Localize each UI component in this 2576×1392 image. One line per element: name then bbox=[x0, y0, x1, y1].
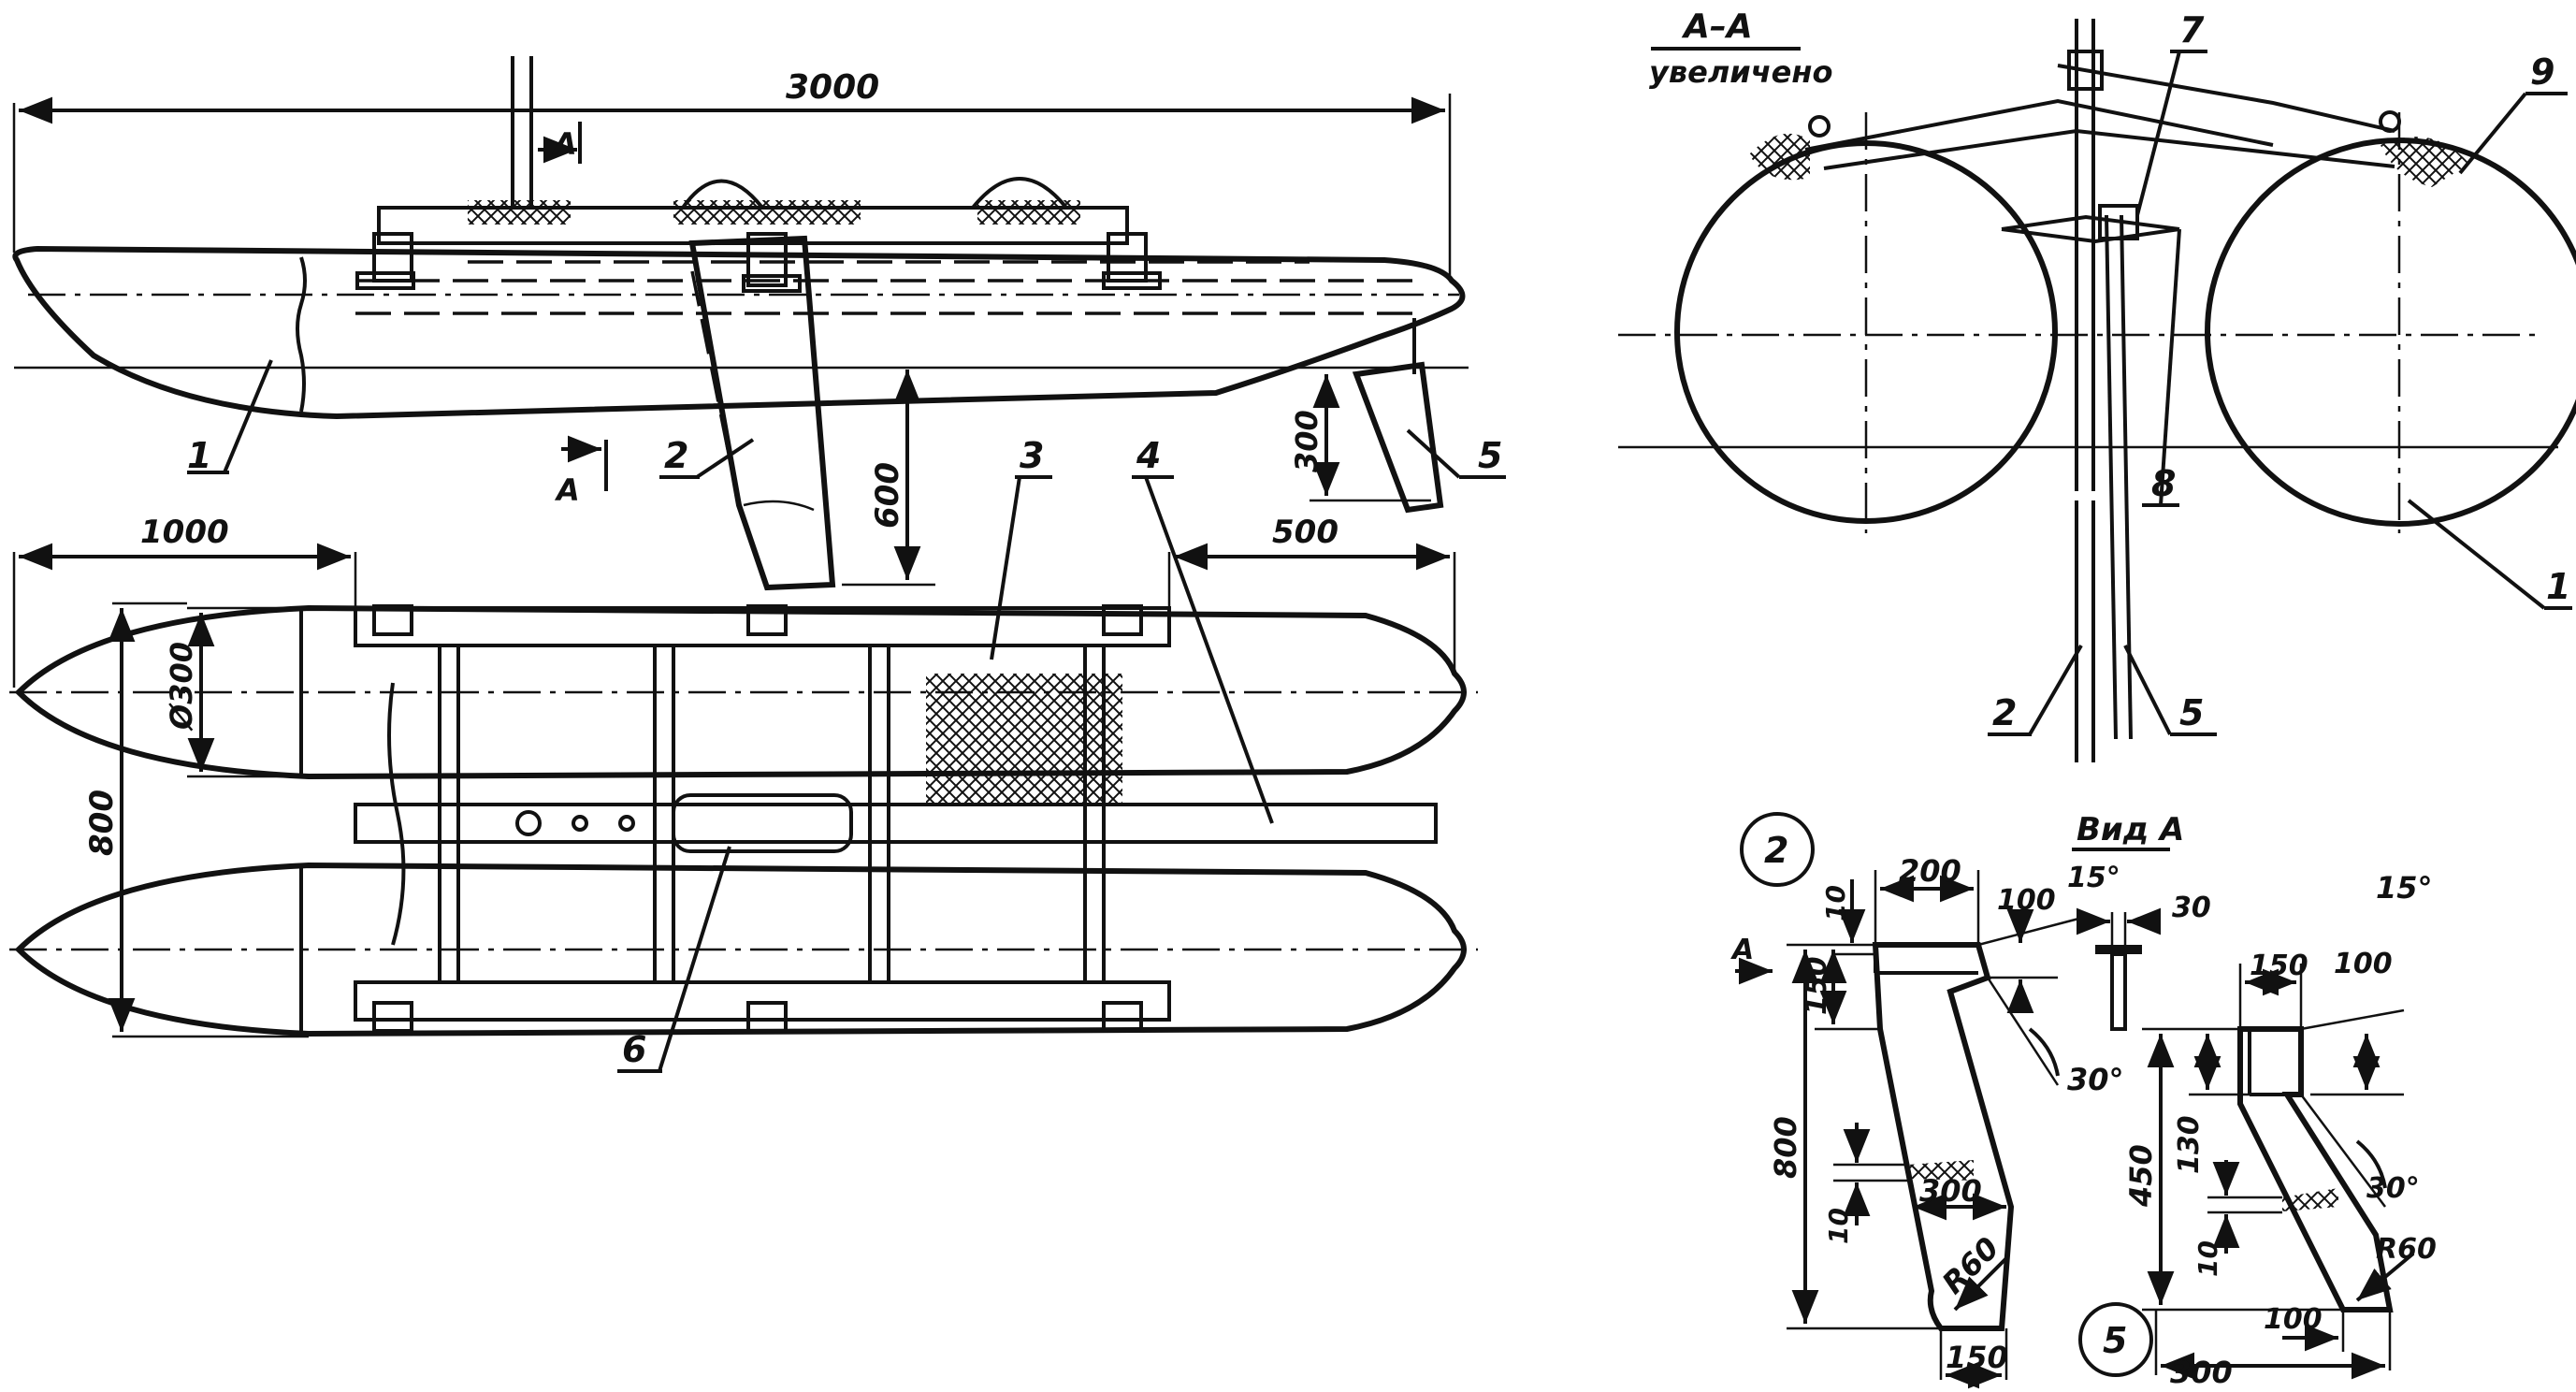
hatch-6 bbox=[672, 793, 853, 853]
cb-dim-thickness-top: 10 bbox=[1820, 885, 1851, 921]
detail-arrow-label: А bbox=[1730, 934, 1754, 966]
cb-dim-mid-width: 300 bbox=[1919, 1173, 1982, 1209]
cb-dim-bottom-width: 150 bbox=[1946, 1340, 2008, 1375]
section-subtitle: увеличено bbox=[1649, 54, 1832, 90]
dim-overall-width: 800 bbox=[83, 790, 121, 856]
rd-dim-radius: R60 bbox=[2376, 1233, 2437, 1266]
callout-1-side: 1 bbox=[187, 435, 211, 476]
rd-dim-total-height: 450 bbox=[2123, 1144, 2159, 1208]
rd-dim-head-height: 130 bbox=[2173, 1115, 2206, 1174]
rd-dim-bottom-offset: 100 bbox=[2264, 1303, 2323, 1336]
callout-5-side: 5 bbox=[1478, 435, 1502, 476]
cb-dim-head-depth: 100 bbox=[1997, 884, 2056, 917]
callout-4: 4 bbox=[1136, 435, 1161, 476]
callout-8: 8 bbox=[2151, 463, 2176, 504]
cb-dim-thickness-mid: 10 bbox=[1823, 1208, 1854, 1244]
dim-overall-length: 3000 bbox=[786, 68, 879, 107]
arrow-label-bottom: А bbox=[554, 472, 580, 508]
dim-rudder-depth: 300 bbox=[1289, 410, 1324, 472]
callout-6: 6 bbox=[622, 1029, 646, 1070]
detail-rudder: 5 150 15° 100 130 450 30° 10 R60 bbox=[2078, 870, 2437, 1390]
callout-7: 7 bbox=[2179, 9, 2205, 51]
centreboard-detail bbox=[1872, 942, 2015, 1331]
callout-2-side: 2 bbox=[664, 435, 688, 476]
dim-stern-offset: 500 bbox=[1272, 514, 1339, 551]
side-view: 3000 600 300 1 2 5 А А bbox=[12, 56, 1506, 591]
rd-dim-angle-top: 15° bbox=[2376, 870, 2433, 906]
detail-5-number: 5 bbox=[2103, 1320, 2127, 1361]
detail-centreboard: 2 200 10 150 800 300 10 R60 150 bbox=[1730, 812, 2124, 1389]
centreboard-side bbox=[688, 235, 836, 591]
hull-side bbox=[12, 245, 1466, 420]
cb-dim-angle-top: 15° bbox=[2067, 862, 2120, 894]
rd-dim-head-depth: 100 bbox=[2334, 948, 2393, 980]
section-title: А–А bbox=[1681, 7, 1753, 46]
view-a: Вид А 30 bbox=[2072, 811, 2211, 1031]
rudder-side bbox=[1352, 361, 1444, 514]
cb-dim-radius: R60 bbox=[1935, 1230, 2006, 1301]
float-lower bbox=[14, 862, 1467, 1037]
view-a-dim-width: 30 bbox=[2172, 892, 2211, 924]
dim-float-diameter: Ø300 bbox=[164, 642, 199, 732]
callout-9: 9 bbox=[2530, 51, 2554, 93]
callout-2-section: 2 bbox=[1992, 692, 2017, 733]
rd-dim-width-top: 150 bbox=[2250, 950, 2308, 982]
float-right-section bbox=[2205, 138, 2576, 527]
rd-dim-thickness: 10 bbox=[2192, 1240, 2223, 1277]
detail-title: Вид А bbox=[2077, 811, 2184, 848]
float-upper bbox=[14, 604, 1467, 780]
cb-dim-width-top: 200 bbox=[1899, 853, 1961, 889]
cb-dim-total-height: 800 bbox=[1768, 1116, 1803, 1179]
arrow-label-top: А bbox=[551, 126, 577, 162]
rd-dim-angle-side: 30° bbox=[2366, 1172, 2420, 1205]
callout-3: 3 bbox=[1020, 435, 1044, 476]
centre-beam bbox=[354, 803, 1438, 844]
callout-5-section: 5 bbox=[2179, 692, 2204, 733]
callout-1-section: 1 bbox=[2546, 566, 2570, 607]
plan-view: 1000 500 Ø300 800 3 4 6 bbox=[9, 435, 1478, 1073]
rudder-detail bbox=[2237, 1026, 2394, 1312]
dim-draft: 600 bbox=[869, 462, 906, 529]
detail-2-number: 2 bbox=[1764, 830, 1788, 871]
cb-dim-angle-side: 30° bbox=[2067, 1062, 2124, 1097]
section-a-a: А–А увеличено 7 9 8 bbox=[1618, 7, 2576, 762]
dim-bow-offset: 1000 bbox=[140, 514, 229, 551]
rd-dim-bottom-width: 300 bbox=[2170, 1355, 2233, 1390]
